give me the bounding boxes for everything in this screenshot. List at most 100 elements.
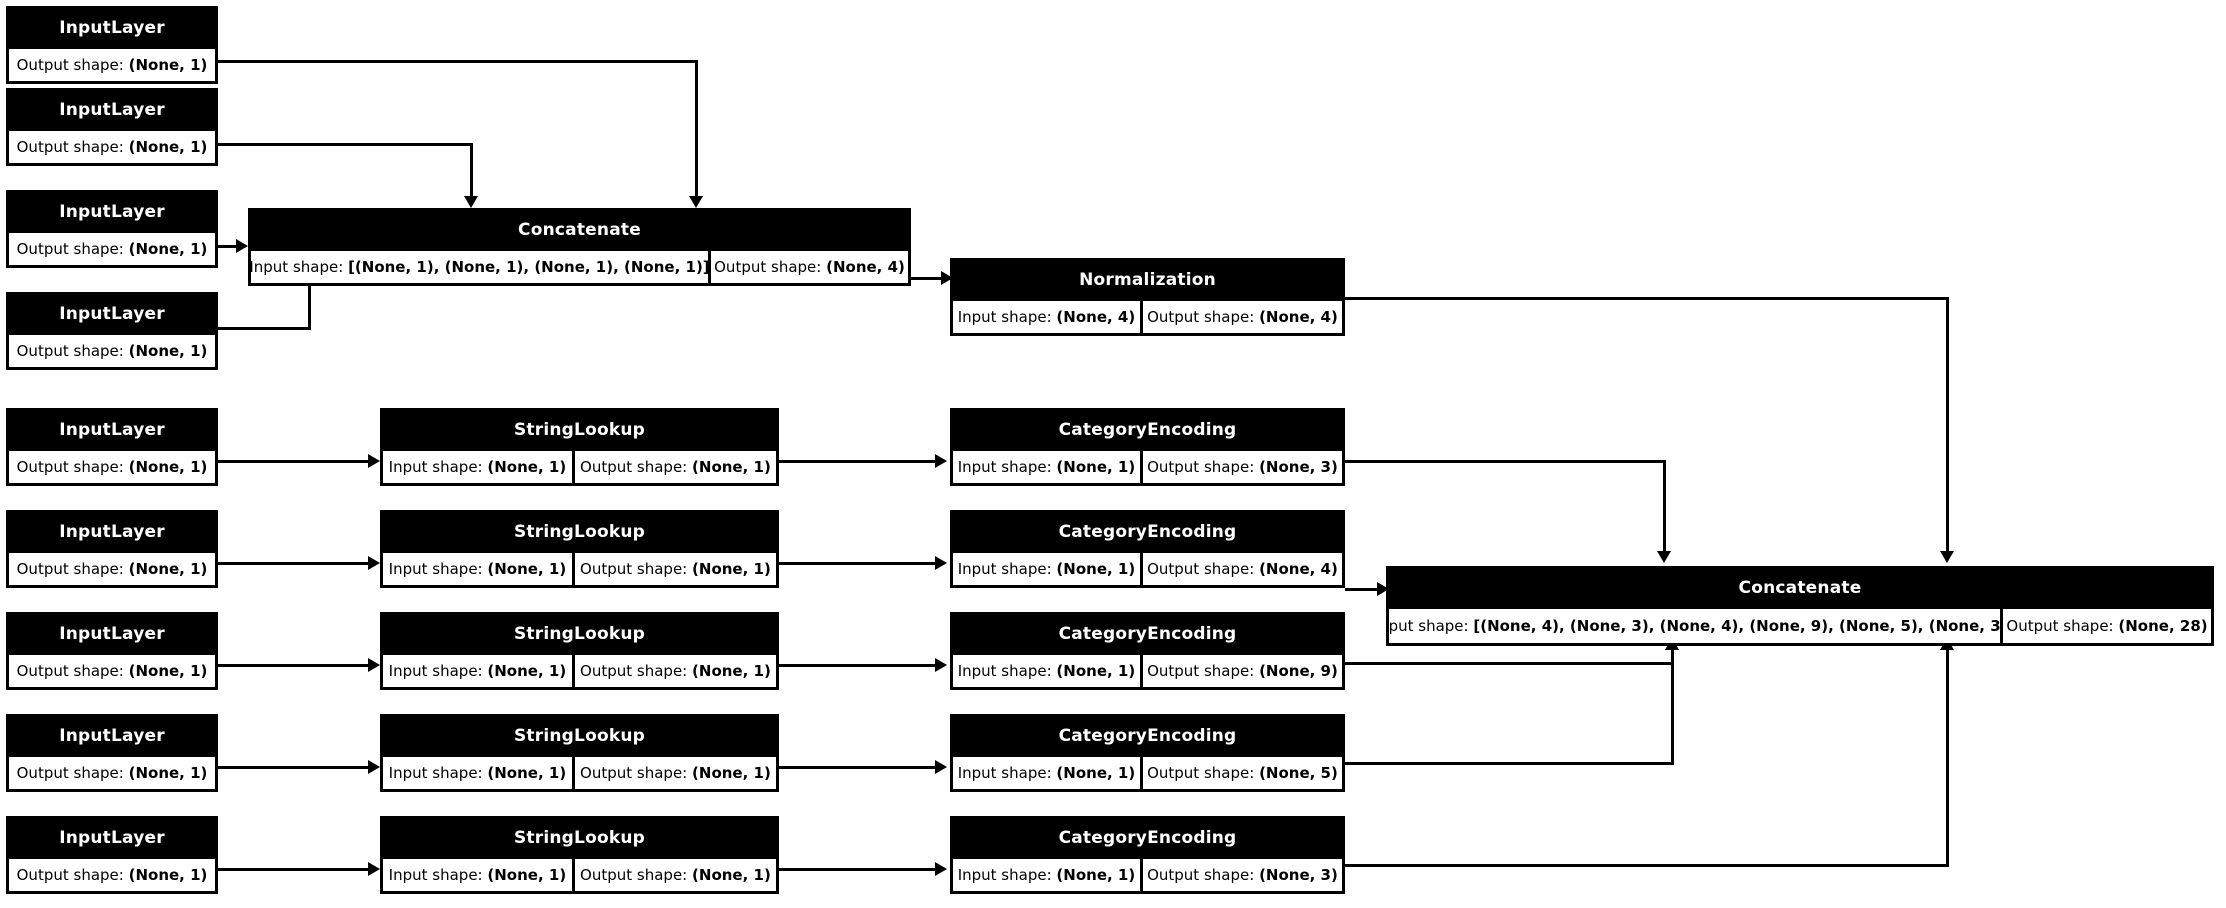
node-output-shape-cell: Output shape: (None, 4) — [1142, 553, 1342, 585]
output-shape-value: (None, 1) — [128, 458, 208, 476]
node-title: Normalization — [1079, 270, 1216, 290]
output-shape-label: Output shape: — [1147, 866, 1255, 884]
input-shape-value: (None, 1) — [487, 764, 567, 782]
input-shape-label: Input shape: — [957, 764, 1052, 782]
input-shape-label: Input shape: — [251, 258, 344, 276]
node-input-shape-cell: Input shape: (None, 1) — [953, 451, 1140, 483]
node-input-layer-9[interactable]: InputLayer Output shape: (None, 1) — [6, 816, 218, 894]
edge-row1-lookup-to-encoding-arrowhead — [935, 454, 947, 468]
output-shape-label: Output shape: — [580, 458, 688, 476]
output-shape-value: (None, 1) — [128, 342, 208, 360]
node-title: CategoryEncoding — [1058, 522, 1237, 542]
node-input-shape-cell: Input shape: (None, 1) — [383, 451, 572, 483]
node-category-encoding-3[interactable]: CategoryEncoding Input shape: (None, 1) … — [950, 612, 1345, 690]
node-string-lookup-2[interactable]: StringLookup Input shape: (None, 1) Outp… — [380, 510, 779, 588]
output-shape-value: (None, 4) — [1259, 560, 1338, 578]
node-title: StringLookup — [513, 624, 646, 644]
edge-row5-input-to-lookup-arrowhead — [368, 862, 380, 876]
edge-row2-input-to-lookup — [212, 562, 372, 565]
node-title: CategoryEncoding — [1058, 828, 1237, 848]
output-shape-label: Output shape: — [16, 342, 124, 360]
edge-normalization-h — [1345, 297, 1949, 300]
input-shape-label: Input shape: — [957, 560, 1052, 578]
node-input-shape-cell: Input shape: [(None, 4), (None, 3), (Non… — [1389, 609, 2000, 643]
edge-row1-lookup-to-encoding — [779, 460, 939, 463]
node-string-lookup-5[interactable]: StringLookup Input shape: (None, 1) Outp… — [380, 816, 779, 894]
output-shape-label: Output shape: — [16, 662, 124, 680]
input-shape-value: (None, 1) — [487, 560, 567, 578]
edge-row2-lookup-to-encoding-arrowhead — [935, 556, 947, 570]
output-shape-value: (None, 5) — [1259, 764, 1338, 782]
edge-normalization-arrowhead — [1940, 551, 1954, 563]
node-title: InputLayer — [59, 726, 165, 746]
node-normalization[interactable]: Normalization Input shape: (None, 4) Out… — [950, 258, 1345, 336]
output-shape-label: Output shape: — [16, 458, 124, 476]
node-input-layer-8[interactable]: InputLayer Output shape: (None, 1) — [6, 714, 218, 792]
edge-concat-to-normalization — [911, 277, 953, 280]
node-input-shape-cell: Input shape: (None, 1) — [953, 859, 1140, 891]
node-title: InputLayer — [59, 304, 165, 324]
input-shape-value: [(None, 1), (None, 1), (None, 1), (None,… — [348, 258, 708, 276]
output-shape-value: (None, 4) — [1259, 308, 1338, 326]
edge-row2-input-to-lookup-arrowhead — [368, 556, 380, 570]
input-shape-value: (None, 1) — [1056, 662, 1136, 680]
output-shape-value: (None, 1) — [128, 560, 208, 578]
edge-input2-h — [212, 143, 473, 146]
edge-row5-encoding-h — [1345, 864, 1949, 867]
edge-row2-lookup-to-encoding — [779, 562, 939, 565]
node-output-shape-cell: Output shape: (None, 1) — [574, 553, 776, 585]
node-string-lookup-4[interactable]: StringLookup Input shape: (None, 1) Outp… — [380, 714, 779, 792]
node-category-encoding-2[interactable]: CategoryEncoding Input shape: (None, 1) … — [950, 510, 1345, 588]
edge-row4-encoding-h — [1345, 762, 1674, 765]
node-input-shape-cell: Input shape: (None, 1) — [383, 757, 572, 789]
edge-row4-input-to-lookup — [212, 766, 372, 769]
output-shape-value: (None, 1) — [128, 764, 208, 782]
input-shape-label: Input shape: — [957, 458, 1052, 476]
node-output-shape-cell: Output shape: (None, 1) — [574, 859, 776, 891]
node-category-encoding-1[interactable]: CategoryEncoding Input shape: (None, 1) … — [950, 408, 1345, 486]
node-input-layer-4[interactable]: InputLayer Output shape: (None, 1) — [6, 292, 218, 370]
input-shape-value: [(None, 4), (None, 3), (None, 4), (None,… — [1473, 617, 2000, 635]
node-input-layer-3[interactable]: InputLayer Output shape: (None, 1) — [6, 190, 218, 268]
edge-row1-input-to-lookup-arrowhead — [368, 454, 380, 468]
node-input-shape-cell: Input shape: [(None, 1), (None, 1), (Non… — [251, 251, 708, 283]
node-string-lookup-3[interactable]: StringLookup Input shape: (None, 1) Outp… — [380, 612, 779, 690]
node-input-shape-cell: Input shape: (None, 1) — [953, 655, 1140, 687]
node-concatenate-final[interactable]: Concatenate Input shape: [(None, 4), (No… — [1386, 566, 2214, 646]
node-output-shape-cell: Output shape: (None, 5) — [1142, 757, 1342, 789]
node-input-layer-7[interactable]: InputLayer Output shape: (None, 1) — [6, 612, 218, 690]
node-output-shape-cell: Output shape: (None, 3) — [1142, 859, 1342, 891]
node-input-layer-1[interactable]: InputLayer Output shape: (None, 1) — [6, 6, 218, 84]
input-shape-value: (None, 1) — [1056, 458, 1136, 476]
node-title: InputLayer — [59, 522, 165, 542]
node-output-shape-cell: Output shape: (None, 9) — [1142, 655, 1342, 687]
node-input-layer-5[interactable]: InputLayer Output shape: (None, 1) — [6, 408, 218, 486]
node-output-shape-cell: Output shape: (None, 1) — [574, 655, 776, 687]
input-shape-label: Input shape: — [957, 866, 1052, 884]
node-output-shape-cell: Output shape: (None, 1) — [9, 335, 215, 367]
input-shape-value: (None, 4) — [1056, 308, 1136, 326]
node-title: CategoryEncoding — [1058, 726, 1237, 746]
output-shape-value: (None, 1) — [128, 240, 208, 258]
input-shape-label: Input shape: — [1389, 617, 1469, 635]
input-shape-label: Input shape: — [388, 662, 483, 680]
input-shape-value: (None, 1) — [1056, 560, 1136, 578]
edge-input4-v — [308, 272, 311, 330]
node-concatenate-numeric[interactable]: Concatenate Input shape: [(None, 1), (No… — [248, 208, 911, 286]
input-shape-label: Input shape: — [957, 662, 1052, 680]
node-input-shape-cell: Input shape: (None, 1) — [953, 757, 1140, 789]
edge-row1-encoding-v — [1663, 460, 1666, 555]
node-input-shape-cell: Input shape: (None, 1) — [383, 859, 572, 891]
edge-row1-encoding-h — [1345, 460, 1666, 463]
input-shape-value: (None, 1) — [487, 866, 567, 884]
node-string-lookup-1[interactable]: StringLookup Input shape: (None, 1) Outp… — [380, 408, 779, 486]
node-input-layer-6[interactable]: InputLayer Output shape: (None, 1) — [6, 510, 218, 588]
node-input-layer-2[interactable]: InputLayer Output shape: (None, 1) — [6, 88, 218, 166]
node-category-encoding-4[interactable]: CategoryEncoding Input shape: (None, 1) … — [950, 714, 1345, 792]
node-output-shape-cell: Output shape: (None, 1) — [9, 451, 215, 483]
node-output-shape-cell: Output shape: (None, 4) — [1142, 301, 1342, 333]
node-title: Concatenate — [518, 220, 641, 240]
node-category-encoding-5[interactable]: CategoryEncoding Input shape: (None, 1) … — [950, 816, 1345, 894]
output-shape-label: Output shape: — [16, 560, 124, 578]
